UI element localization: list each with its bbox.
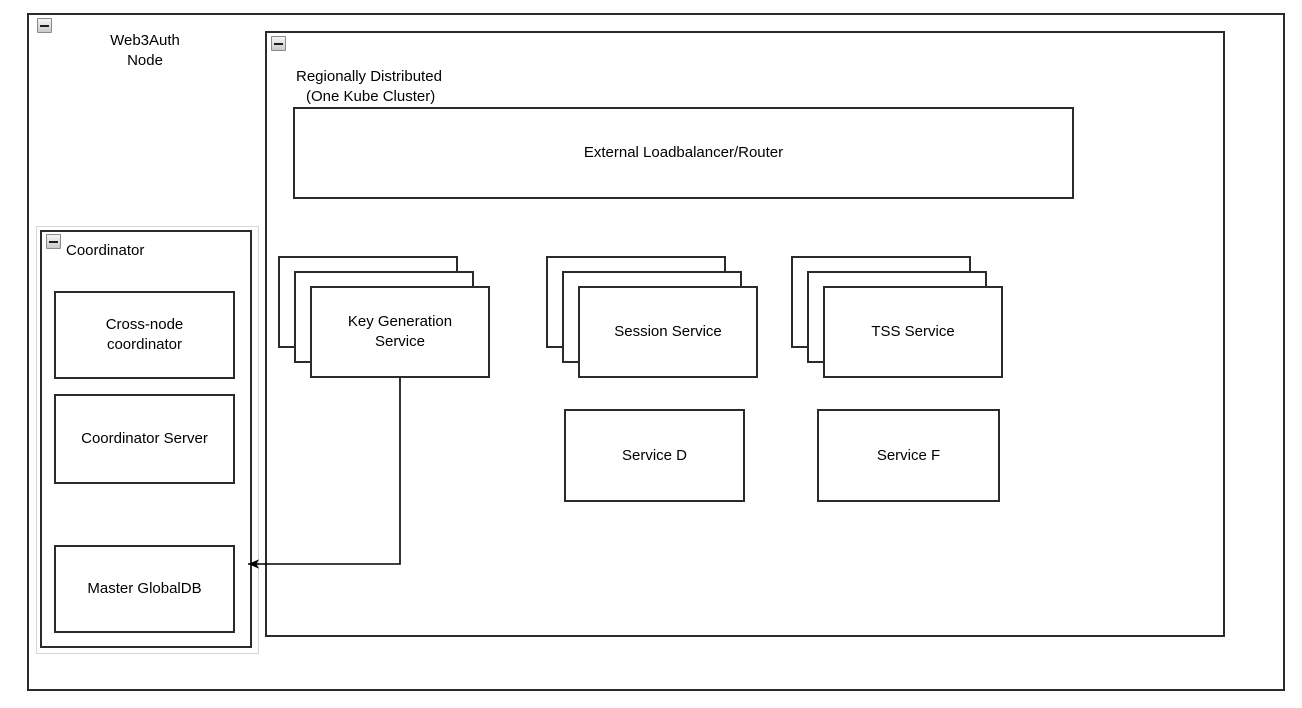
node-master-globaldb[interactable]: Master GlobalDB [54, 545, 235, 633]
node-label-service-d: Service D [621, 446, 688, 464]
container-label-web3auth-node: Web3Auth Node [110, 32, 180, 69]
node-label-key-generation-service: Key Generation Service [347, 313, 453, 350]
container-label-kube-cluster: Regionally Distributed (One Kube Cluster… [296, 47, 546, 126]
collapse-minus-icon-kube-cluster[interactable] [271, 36, 286, 51]
stack-replica-front[interactable]: Session Service [578, 286, 758, 378]
node-stack-session-service[interactable]: Session Service [546, 256, 758, 378]
node-label-coordinator-server: Coordinator Server [81, 430, 208, 448]
node-label-external-loadbalancer: External Loadbalancer/Router [583, 144, 784, 162]
node-cross-node-coordinator[interactable]: Cross-node coordinator [54, 291, 235, 379]
node-stack-tss-service[interactable]: TSS Service [791, 256, 1003, 378]
container-label-coordinator: Coordinator [66, 242, 145, 259]
node-label-cross-node-coordinator: Cross-node coordinator [105, 316, 184, 353]
node-service-d[interactable]: Service D [564, 409, 745, 502]
node-coordinator-server[interactable]: Coordinator Server [54, 394, 235, 484]
stack-replica-front[interactable]: Key Generation Service [310, 286, 490, 378]
collapse-minus-icon-web3auth-node[interactable] [37, 18, 52, 33]
node-label-master-globaldb: Master GlobalDB [87, 580, 202, 598]
stack-replica-front[interactable]: TSS Service [823, 286, 1003, 378]
container-label-kube-cluster-line1: Regionally Distributed [296, 67, 442, 85]
node-service-f[interactable]: Service F [817, 409, 1000, 502]
collapse-minus-icon-coordinator[interactable] [46, 234, 61, 249]
node-label-tss-service: TSS Service [871, 323, 955, 341]
node-label-service-f: Service F [876, 446, 941, 464]
node-external-loadbalancer[interactable]: External Loadbalancer/Router [293, 107, 1074, 199]
node-label-session-service: Session Service [614, 323, 722, 341]
node-stack-key-generation-service[interactable]: Key Generation Service [278, 256, 490, 378]
container-label-kube-cluster-line2: (One Kube Cluster) [306, 87, 436, 105]
